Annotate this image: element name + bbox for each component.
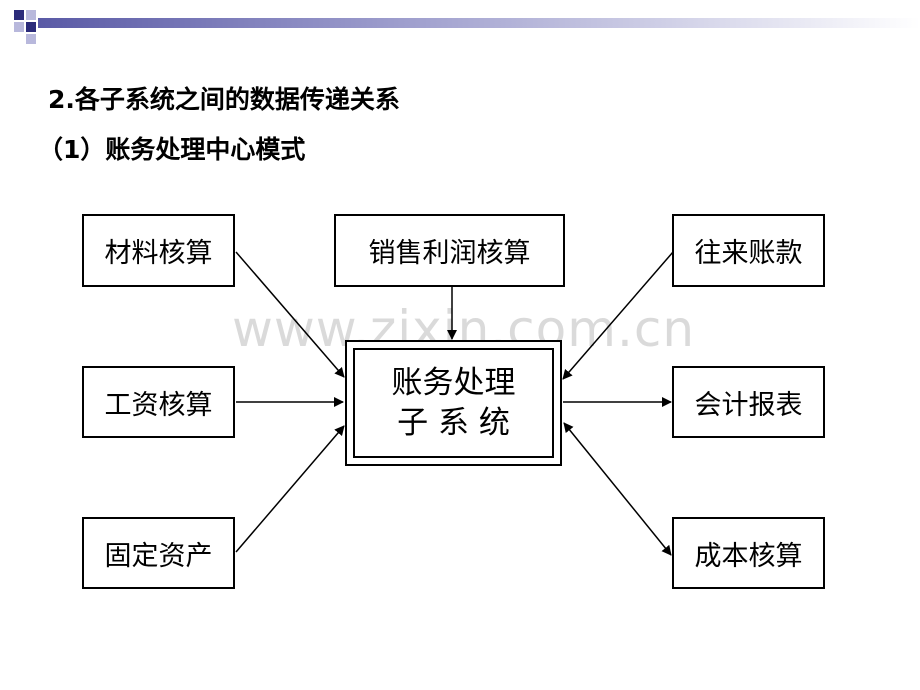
center-label-line1: 账务处理 (391, 365, 516, 401)
node-payroll: 工资核算 (82, 366, 235, 438)
decor-square-3 (26, 22, 36, 32)
header-gradient-bar (38, 18, 920, 28)
node-sales-profit: 销售利润核算 (334, 214, 565, 287)
slide-subtitle: （1）账务处理中心模式 (38, 135, 306, 164)
center-inner-frame: 账务处理 子 系 统 (353, 348, 554, 458)
decor-square-2 (26, 10, 36, 20)
arrow-center-cost-bidirectional (563, 422, 672, 556)
arrow-receivables-to-center (562, 251, 674, 380)
node-fixed-assets: 固定资产 (82, 517, 235, 589)
node-cost: 成本核算 (672, 517, 825, 589)
arrow-fixedassets-to-center (235, 425, 345, 553)
slide-title: 2.各子系统之间的数据传递关系 (48, 85, 400, 114)
decor-square-1 (14, 10, 24, 20)
center-label-line2: 子 系 统 (397, 405, 510, 441)
arrow-materials-to-center (235, 251, 345, 378)
decor-square-5 (26, 34, 36, 44)
decor-square-4 (14, 22, 24, 32)
node-reports: 会计报表 (672, 366, 825, 438)
node-center-accounting: 账务处理 子 系 统 (345, 340, 562, 466)
node-receivables: 往来账款 (672, 214, 825, 287)
node-materials: 材料核算 (82, 214, 235, 287)
